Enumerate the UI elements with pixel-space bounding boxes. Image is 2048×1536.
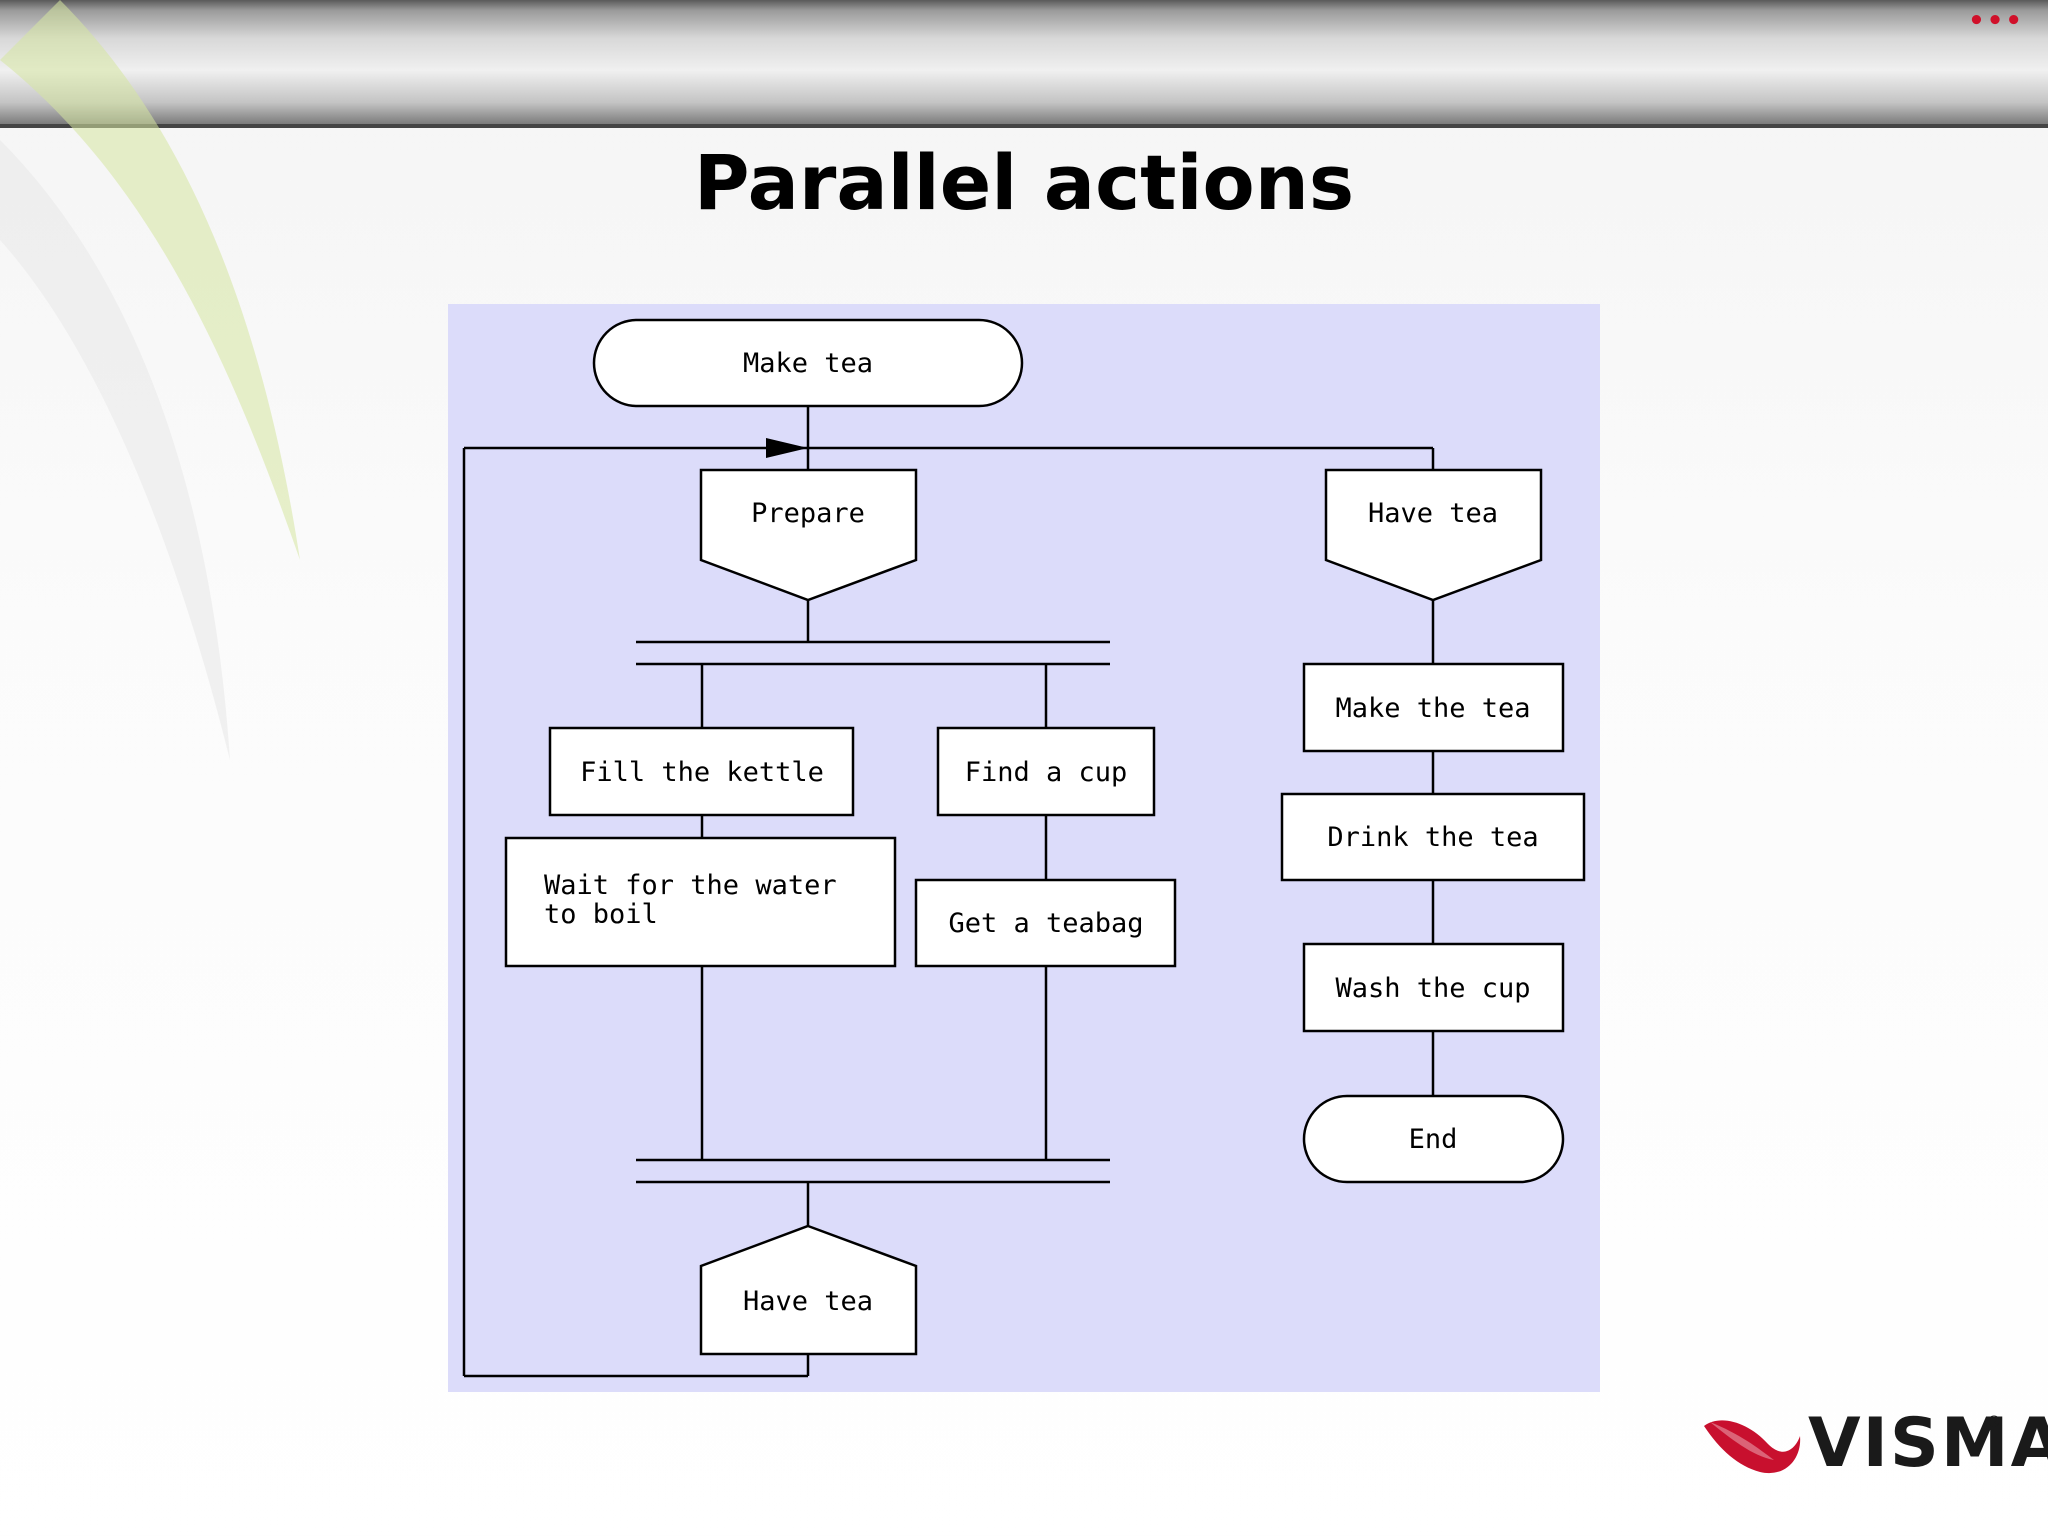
node-make-tea-label: Make tea <box>743 348 873 379</box>
node-make-tea: Make tea <box>592 318 1024 408</box>
node-fill-kettle-label: Fill the kettle <box>580 757 824 788</box>
node-wash-the-cup-label: Wash the cup <box>1335 973 1530 1004</box>
connectors <box>462 406 1435 1378</box>
loop-arrow-icon <box>766 438 808 458</box>
node-end: End <box>1302 1094 1565 1184</box>
node-wait-boil-label-line2: to boil <box>544 899 658 930</box>
node-have-tea-right: Have tea <box>1324 468 1543 602</box>
node-end-label: End <box>1409 1124 1458 1155</box>
node-make-the-tea: Make the tea <box>1302 662 1565 753</box>
slide-header-bar <box>0 0 2048 128</box>
visma-logo-text: VISMA <box>1808 1404 2048 1483</box>
flowchart: Make tea Prepare Have tea Fill the kettl… <box>448 304 1600 1392</box>
node-have-tea-right-label: Have tea <box>1368 498 1498 529</box>
node-wait-boil: Wait for the water to boil <box>504 836 897 968</box>
node-have-tea-bottom-label: Have tea <box>743 1286 873 1317</box>
node-prepare: Prepare <box>699 468 918 602</box>
node-get-teabag: Get a teabag <box>914 878 1177 968</box>
node-make-the-tea-label: Make the tea <box>1335 693 1530 724</box>
node-fill-kettle: Fill the kettle <box>548 726 855 817</box>
slide-title: Parallel actions <box>693 138 1355 227</box>
node-find-cup: Find a cup <box>936 726 1156 817</box>
node-drink-the-tea-label: Drink the tea <box>1327 822 1538 853</box>
visma-logo-registered: ® <box>1986 1412 2002 1431</box>
node-get-teabag-label: Get a teabag <box>948 908 1143 939</box>
node-prepare-label: Prepare <box>751 498 865 529</box>
menu-dots[interactable]: ••• <box>1968 6 2024 36</box>
node-wash-the-cup: Wash the cup <box>1302 942 1565 1033</box>
header-divider <box>0 124 2048 128</box>
visma-logo-icon <box>1704 1420 1801 1474</box>
node-have-tea-bottom: Have tea <box>699 1224 918 1356</box>
node-find-cup-label: Find a cup <box>965 757 1128 788</box>
node-wait-boil-label-line1: Wait for the water <box>544 870 837 901</box>
node-drink-the-tea: Drink the tea <box>1280 792 1586 882</box>
flowchart-canvas: Make tea Prepare Have tea Fill the kettl… <box>448 304 1600 1392</box>
